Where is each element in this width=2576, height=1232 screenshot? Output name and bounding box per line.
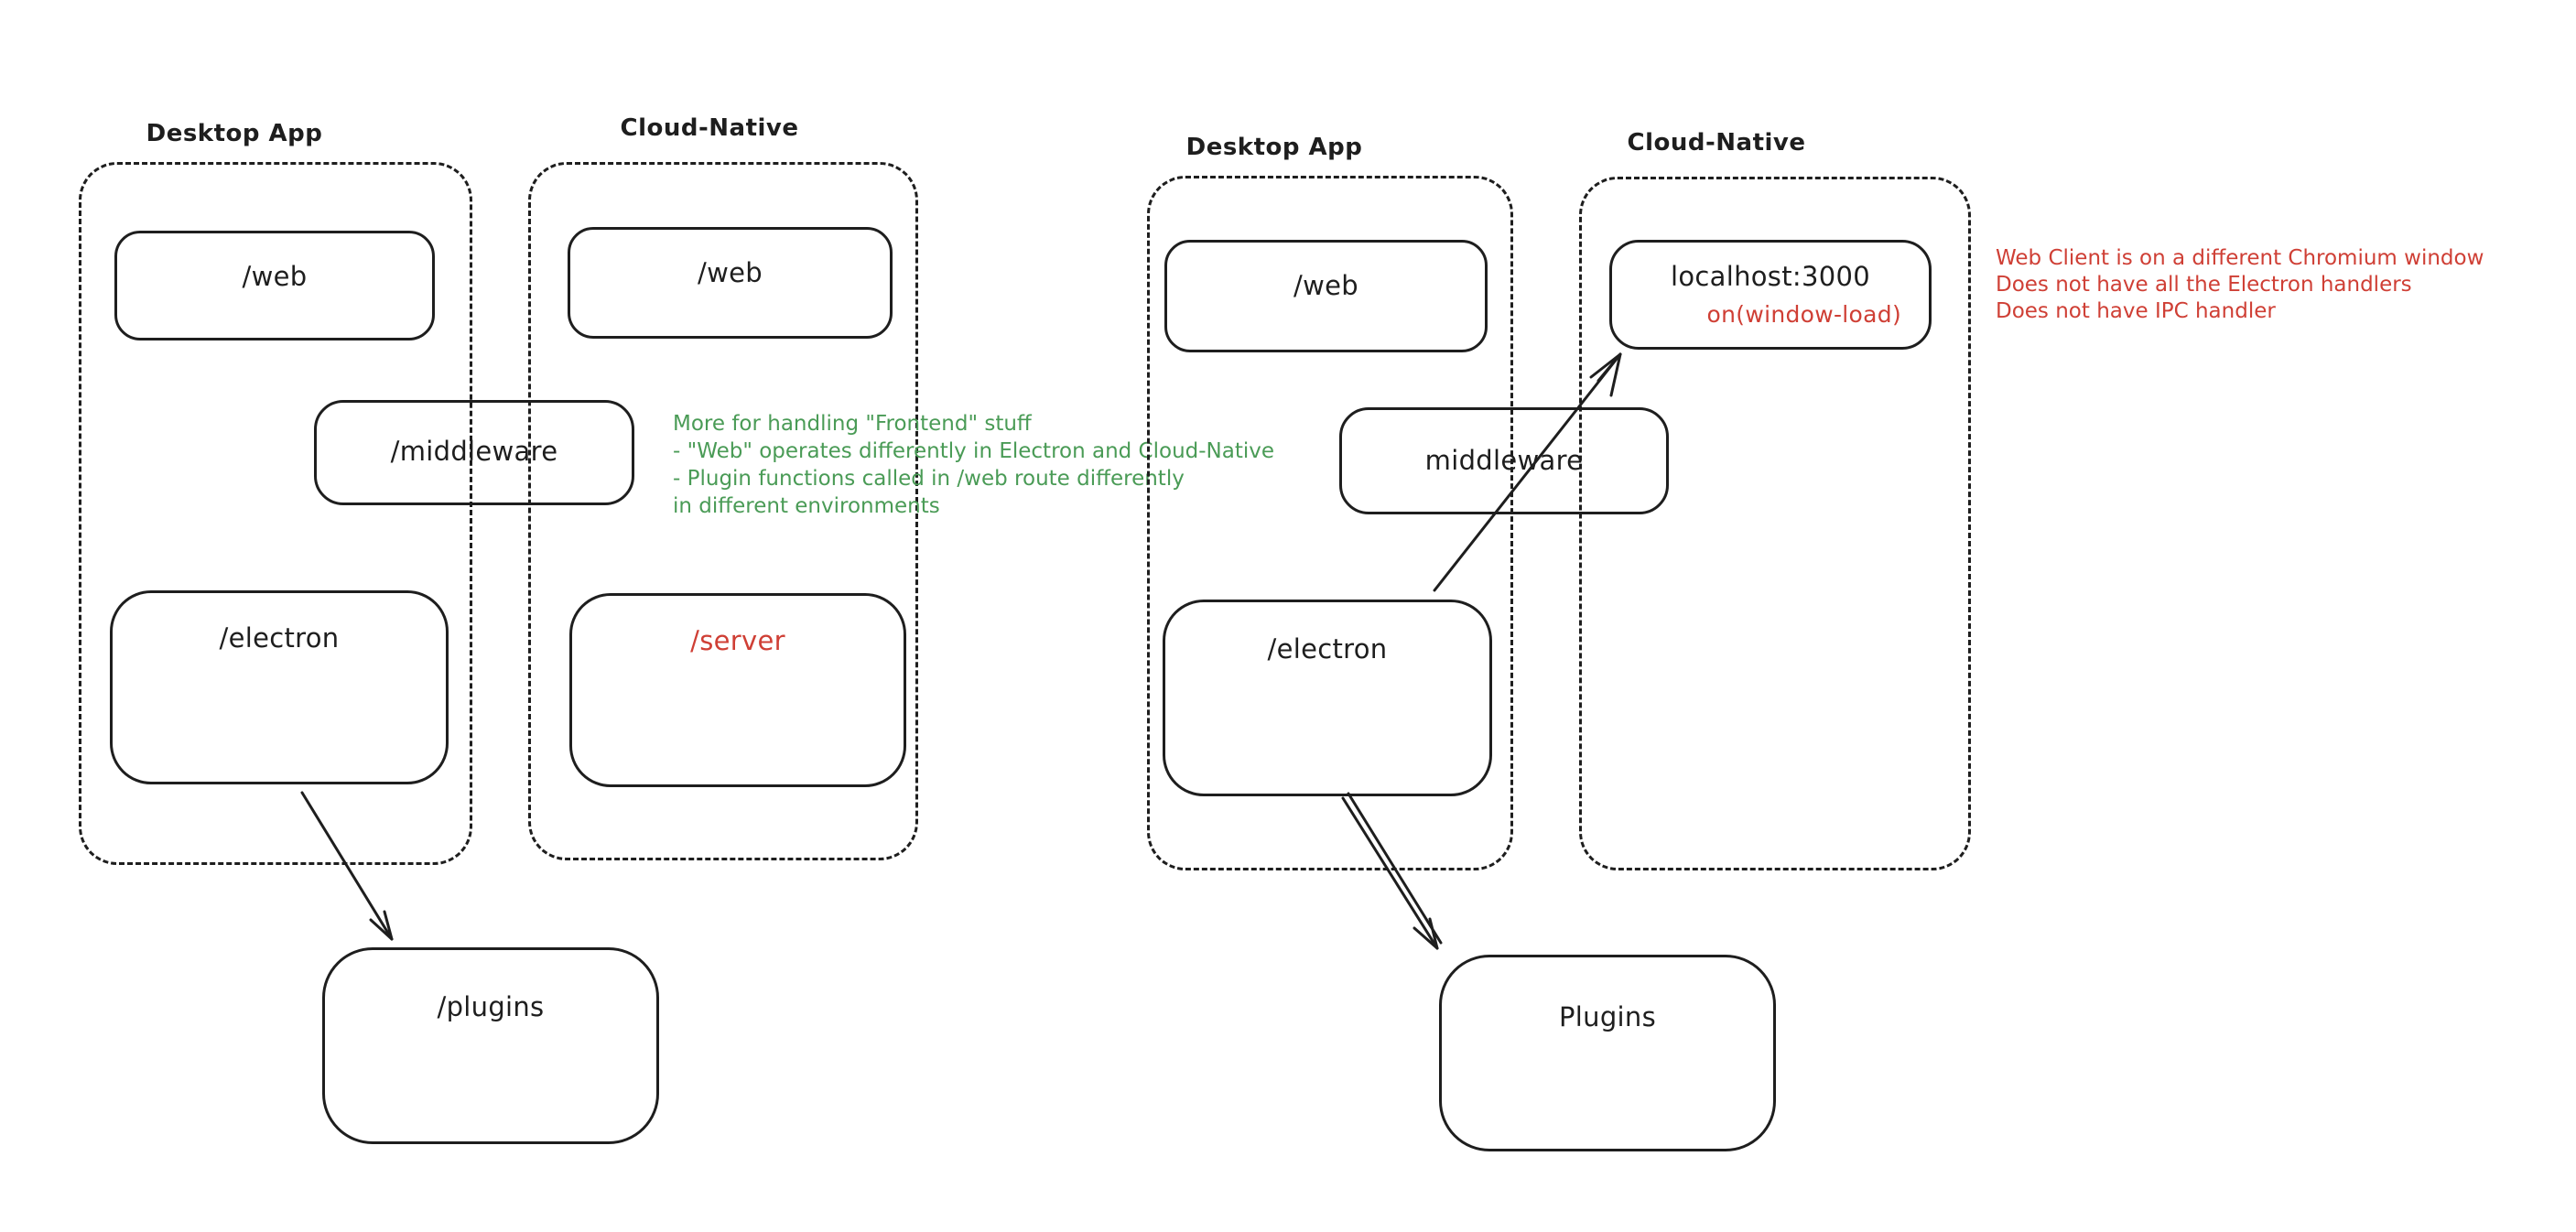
box-label: localhost:3000 [1671,261,1870,292]
box-electron-left: /electron [110,590,449,784]
box-label: /electron [219,622,340,654]
note-line: Does not have IPC handler [1996,299,2276,323]
box-plugins-left: /plugins [322,947,659,1144]
note-line: Does not have all the Electron handlers [1996,273,2412,297]
box-electron-right: /electron [1163,600,1492,796]
box-label: middleware [1424,445,1584,476]
container-label-cloud-right: Cloud-Native [1627,129,1806,157]
box-web-cloud-left: /web [568,227,893,339]
green-annotation: More for handling "Frontend" stuff - "We… [673,410,1274,520]
box-label: /web [698,257,763,288]
container-cloud-native-left [528,162,918,860]
container-label-desktop-left: Desktop App [146,120,323,147]
box-label: /middleware [390,436,558,467]
on-window-load-label: on(window-load) [1706,301,1901,328]
note-line: - Plugin functions called in /web route … [673,467,1185,491]
box-plugins-right: Plugins [1439,955,1776,1151]
box-label: /web [242,261,308,292]
box-middleware-right: middleware [1339,407,1669,514]
box-label: /web [1293,270,1358,301]
note-line: - "Web" operates differently in Electron… [673,439,1275,463]
box-web-desktop-right: /web [1164,240,1488,352]
container-label-cloud-left: Cloud-Native [620,114,799,142]
box-web-desktop-left: /web [114,231,435,340]
note-line: in different environments [673,494,940,518]
note-line: More for handling "Frontend" stuff [673,412,1032,436]
box-label: /electron [1267,633,1388,665]
container-desktop-app-left [79,162,472,865]
box-server-left: /server [569,593,906,787]
box-label: /server [690,625,785,656]
box-label: /plugins [437,991,545,1022]
container-label-desktop-right: Desktop App [1185,134,1363,161]
red-annotation: Web Client is on a different Chromium wi… [1996,245,2484,325]
box-middleware-left: /middleware [314,400,634,505]
box-label: Plugins [1559,1001,1656,1032]
note-line: Web Client is on a different Chromium wi… [1996,246,2484,270]
box-localhost-3000: localhost:3000 on(window-load) [1609,240,1932,350]
